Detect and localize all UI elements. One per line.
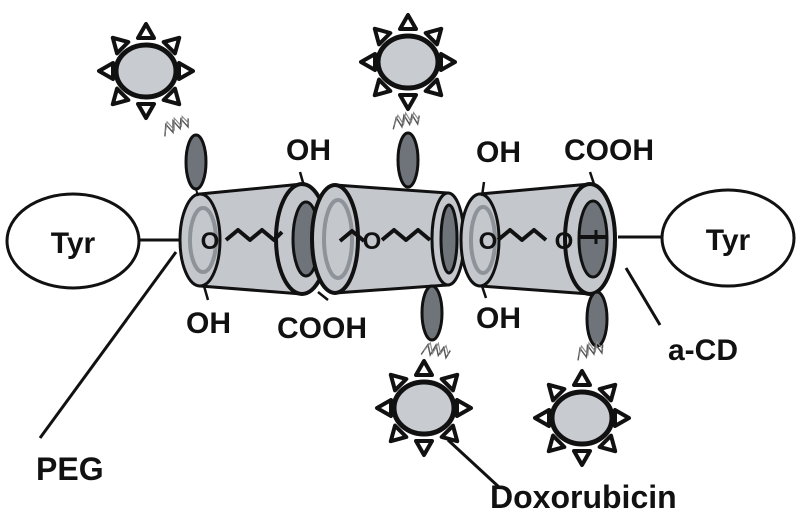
ether-oxygen-2: O [363,228,382,255]
oh-label-bottom-1: OH [186,307,231,340]
peg-chain [496,228,548,242]
peg-chain [224,228,284,242]
cooh-bond [588,171,596,185]
cyclodextrin-3 [459,182,617,296]
doxorubicin-sun-icon [377,361,471,455]
linker-lower-1 [420,284,452,361]
oh-label-top-2: OH [476,136,521,169]
ether-oxygen-1: O [201,228,220,255]
peg-label: PEG [36,451,104,487]
ether-oxygen-3: O [479,228,498,255]
tyr-right-label: Tyr [706,224,751,257]
doxorubicin-label: Doxorubicin [490,479,677,515]
acd-leader-line [624,267,662,326]
oh-bond [298,171,306,187]
doxorubicin-sun-icon [535,371,629,465]
oh-bond [480,181,486,197]
peg-chain [338,229,366,243]
peg-leader-line [38,251,178,439]
cooh-label-bottom: COOH [277,312,367,345]
cooh-label-top: COOH [564,134,654,167]
peg-chain [380,228,432,242]
tyr-left-cap [5,192,141,290]
oh-bond [202,285,210,301]
doxorubicin-sun-icon [99,24,193,118]
ether-oxygen-4: O [555,228,574,255]
tyr-left-label: Tyr [51,227,96,260]
oh-label-top-1: OH [286,134,331,167]
oh-label-bottom-2: OH [476,302,521,335]
linker-lower-2 [573,290,609,362]
doxorubicin-sun-icon [361,15,455,109]
cyclodextrin-2 [310,183,466,295]
linker-upper-2 [390,109,422,189]
dox-leader-line [446,438,502,490]
oh-bond [480,285,488,299]
cooh-bond [317,291,329,301]
tyr-right-cap [660,188,796,288]
acd-label: a-CD [668,334,738,367]
linker-upper-1 [159,112,208,197]
